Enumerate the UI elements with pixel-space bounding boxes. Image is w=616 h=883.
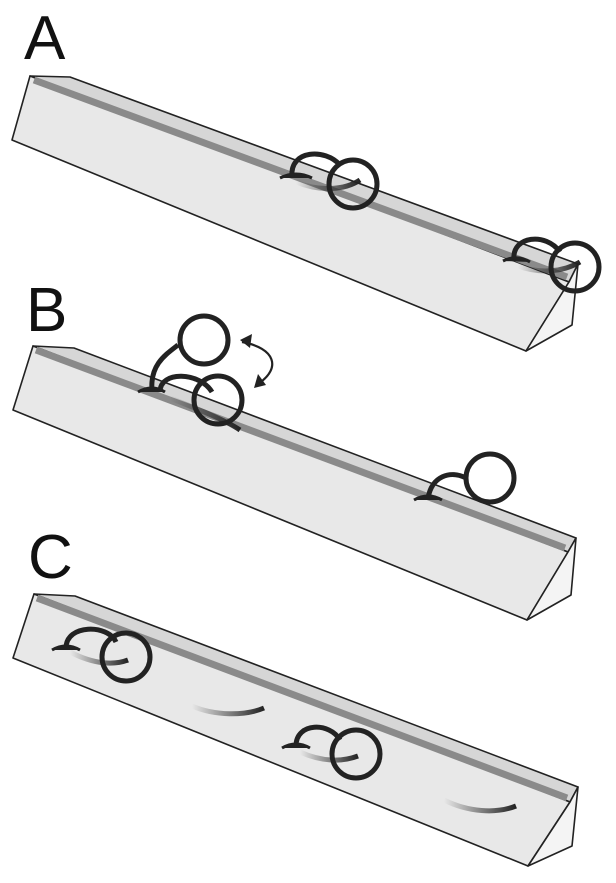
panel-label-b: B bbox=[26, 276, 68, 345]
panel-label-c: C bbox=[28, 523, 73, 592]
beam-front-face bbox=[11, 75, 570, 352]
motor-protein-icon bbox=[279, 151, 380, 211]
beam-groove bbox=[34, 346, 567, 552]
beam-end-face bbox=[526, 537, 577, 621]
beam-front-face bbox=[12, 593, 571, 867]
motor-protein-icon bbox=[281, 724, 383, 781]
panel-label-a: A bbox=[24, 4, 66, 73]
beam-end-face bbox=[527, 786, 579, 867]
panel-c-beam bbox=[12, 593, 579, 867]
panel-b-beam bbox=[12, 345, 577, 621]
swing-arrow-icon bbox=[240, 334, 274, 388]
panel-a-beam bbox=[11, 75, 579, 352]
free-tail bbox=[191, 703, 265, 717]
motor-protein-icon bbox=[51, 626, 153, 684]
motor-protein-icon bbox=[413, 451, 517, 505]
beam-groove bbox=[32, 76, 569, 281]
motor-protein-icon bbox=[137, 313, 245, 433]
beam-front-face bbox=[12, 345, 569, 621]
free-tail bbox=[442, 797, 517, 814]
motor-protein-icon bbox=[502, 236, 602, 294]
beam-end-face bbox=[525, 263, 579, 352]
